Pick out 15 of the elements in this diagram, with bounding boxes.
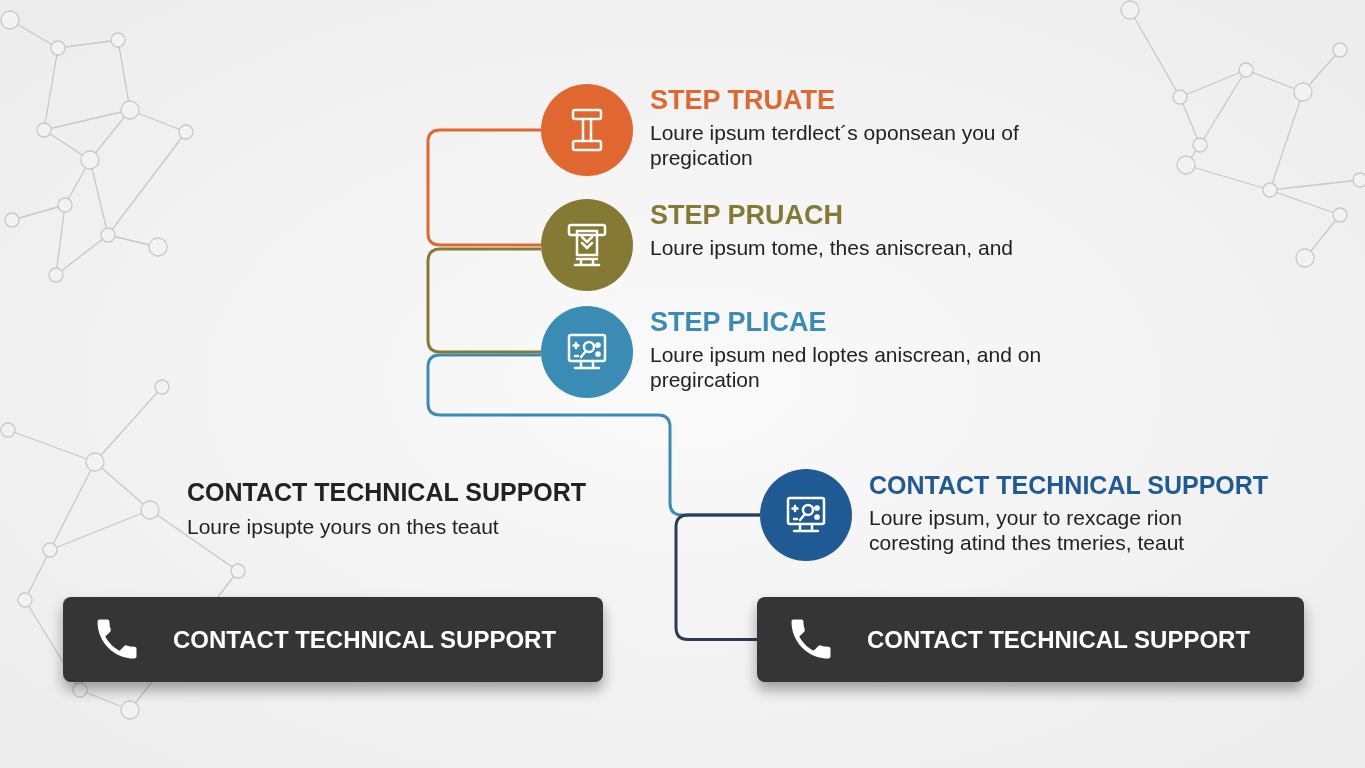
section-description: Loure ipsupte yours on thes teaut — [187, 514, 499, 539]
section-heading: CONTACT TECHNICAL SUPPORT — [187, 477, 587, 508]
step-heading: CONTACT TECHNICAL SUPPORT — [869, 470, 1269, 501]
connector-line — [674, 513, 760, 641]
step-description: Loure ipsum ned loptes aniscrean, and on pregircation — [650, 342, 1043, 392]
step-heading: STEP TRUATE — [650, 84, 836, 116]
support-button: CONTACT TECHNICAL SUPPORT — [757, 597, 1304, 682]
step-description: Loure ipsum terdlect´s oponsean you of pregication — [650, 120, 1020, 170]
connector-line — [426, 247, 541, 354]
step-heading: STEP PLICAE — [650, 306, 827, 338]
step-description: Loure ipsum, your to rexcage rion coresting atind thes tmeries, teaut — [869, 505, 1186, 555]
step-description: Loure ipsum tome, thes aniscrean, and — [650, 235, 1015, 260]
connector-line — [426, 128, 541, 247]
support-button: CONTACT TECHNICAL SUPPORT — [63, 597, 603, 682]
step-heading: STEP PRUACH — [650, 199, 844, 231]
